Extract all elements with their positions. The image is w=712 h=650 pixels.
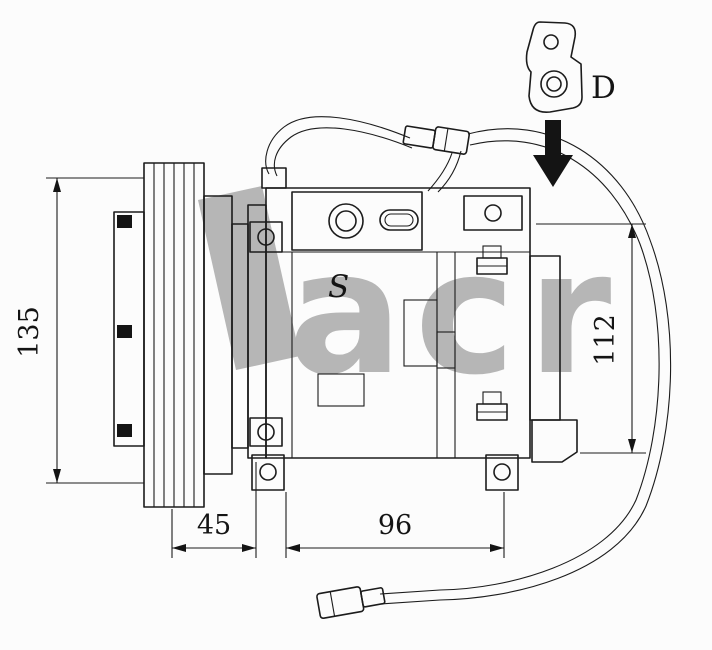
inline-connector-shell [432,126,471,155]
watermark-partial-glyph [198,186,300,370]
mount-ear-top-left [249,221,283,253]
manifold-slot-inner [384,213,414,227]
mount-ear-mid-left [249,417,283,447]
bracket-hole-large-outer [540,70,568,98]
mounting-bracket: D [525,21,616,187]
top-mount-hole [484,204,502,222]
plug-connector-seam [329,591,336,617]
fitting-bottom-bolt [482,391,502,405]
bracket-plate [525,21,583,113]
dim-112-label: 112 [590,314,621,366]
suction-port-label: S [328,269,349,305]
wire-left-inner [273,127,413,177]
suction-port-ring [328,203,364,239]
rear-bracket-block [531,419,578,463]
wire-left-outer [265,116,411,175]
wire-drop-outer [427,152,453,192]
bracket-hole-large-inner [546,76,562,92]
dimension-112: 112 [536,223,646,454]
dim-45-arrow-right [242,544,256,552]
inline-connector [402,125,471,155]
suction-port-bore [335,210,357,232]
dim-112-arrow-down [628,439,636,453]
dim-45-arrow-left [172,544,186,552]
armature-plate [113,211,145,447]
inline-connector-seam [443,128,449,152]
dim-135-label: 135 [14,306,45,358]
watermark: acr [198,186,623,413]
body-window [317,373,365,407]
plug-connector-tip [360,587,386,608]
mount-foot-left [251,454,285,491]
dim-96-arrow-left [286,544,300,552]
dimension-135: 135 [14,177,144,484]
armature-spline [117,424,132,437]
mount-foot-right [485,454,519,491]
fitting-top-bolt [482,245,502,259]
mount-hole-mid-left [257,423,275,441]
dimension-45: 45 [171,462,257,558]
plug-connector [316,586,386,620]
compressor-body [247,167,578,491]
wire-drop-inner [437,150,462,193]
top-mount-boss [463,195,523,231]
wire-harness [265,116,672,620]
wire-loop-inner [379,140,660,595]
suction-manifold [291,191,423,251]
terminal-block [261,167,287,189]
dim-135-arrow-up [53,178,61,192]
armature-spline [117,215,132,228]
insertion-arrow-icon [533,120,573,187]
watermark-text: acr [288,215,623,413]
dimension-96: 96 [285,492,505,558]
dim-112-arrow-up [628,224,636,238]
armature-spline [117,325,132,338]
manifold-slot [379,209,419,231]
mount-hole-top-left [257,228,275,246]
dim-96-label: 96 [378,510,412,541]
wire-loop-outer [379,128,672,605]
discharge-port-label: D [591,70,616,106]
body-channel-step [436,331,456,369]
plug-connector-body [316,586,365,620]
dim-96-arrow-right [490,544,504,552]
pulley-assembly [113,162,249,508]
mount-hole-foot-right [493,463,511,481]
dim-135-arrow-down [53,469,61,483]
dim-45-label: 45 [197,510,231,541]
mount-hole-foot-left [259,463,277,481]
bracket-hole-small [543,34,559,50]
